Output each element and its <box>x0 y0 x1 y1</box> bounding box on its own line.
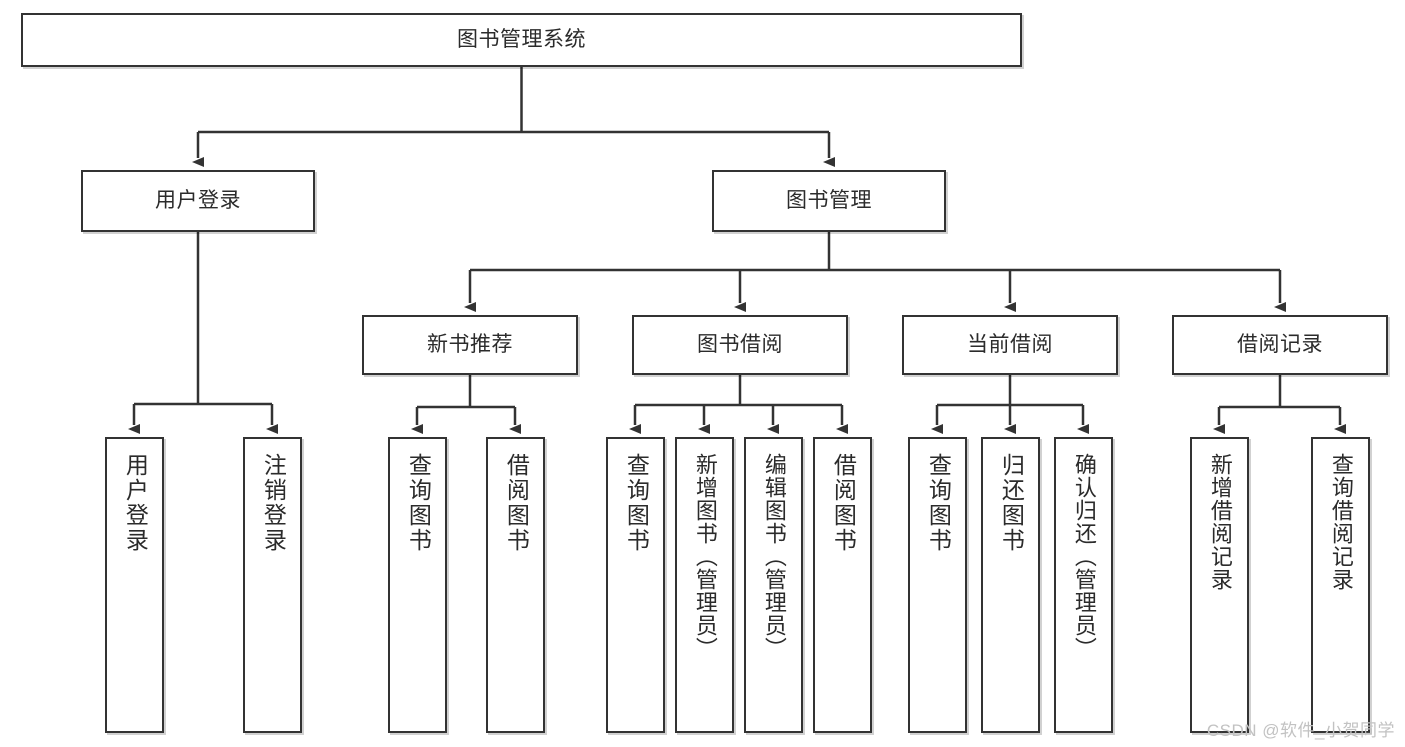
node-label: 新增借阅记录 <box>1207 453 1233 591</box>
node-label: 用户登录 <box>155 189 241 213</box>
edge-book-management-to-level3 <box>464 232 1286 312</box>
node-label: 归还图书 <box>998 453 1025 553</box>
edge-user-login-to-leaves <box>128 232 278 434</box>
node-leaf-query-borrow-record[interactable]: 查询借阅记录 <box>1311 437 1370 733</box>
node-label: 图书借阅 <box>697 333 783 357</box>
node-label: 新书推荐 <box>427 333 513 357</box>
node-label: 查询图书 <box>405 453 432 553</box>
node-label: 借阅记录 <box>1237 333 1323 357</box>
node-label: 查询图书 <box>623 453 650 553</box>
node-leaf-borrow-book-recommend[interactable]: 借阅图书 <box>486 437 545 733</box>
node-label: 图书管理 <box>786 189 872 213</box>
node-label: 新增图书（管理员） <box>692 453 718 660</box>
node-label: 当前借阅 <box>967 333 1053 357</box>
node-label: 用户登录 <box>122 453 149 553</box>
watermark-text: CSDN @软件_小贺同学 <box>1206 721 1395 740</box>
node-leaf-logout[interactable]: 注销登录 <box>243 437 302 733</box>
node-label: 图书管理系统 <box>457 28 586 52</box>
node-current-borrow[interactable]: 当前借阅 <box>902 315 1118 375</box>
node-leaf-query-book-recommend[interactable]: 查询图书 <box>388 437 447 733</box>
node-leaf-query-book-current[interactable]: 查询图书 <box>908 437 967 733</box>
edge-new-book-recommend-to-leaves <box>411 375 521 434</box>
node-leaf-add-borrow-record[interactable]: 新增借阅记录 <box>1190 437 1249 733</box>
node-leaf-return-book[interactable]: 归还图书 <box>981 437 1040 733</box>
node-leaf-confirm-return-admin[interactable]: 确认归还（管理员） <box>1054 437 1113 733</box>
node-borrow-record[interactable]: 借阅记录 <box>1172 315 1388 375</box>
node-label: 借阅图书 <box>503 453 530 553</box>
node-book-borrow[interactable]: 图书借阅 <box>632 315 848 375</box>
node-label: 确认归还（管理员） <box>1071 453 1097 660</box>
node-new-book-recommend[interactable]: 新书推荐 <box>362 315 578 375</box>
node-leaf-edit-book-admin[interactable]: 编辑图书（管理员） <box>744 437 803 733</box>
node-leaf-add-book-admin[interactable]: 新增图书（管理员） <box>675 437 734 733</box>
node-label: 注销登录 <box>260 453 287 553</box>
node-root-book-management-system[interactable]: 图书管理系统 <box>21 13 1022 67</box>
node-leaf-borrow-book[interactable]: 借阅图书 <box>813 437 872 733</box>
node-label: 查询图书 <box>925 453 952 553</box>
node-user-login[interactable]: 用户登录 <box>81 170 315 232</box>
edge-root-to-level2 <box>192 67 835 167</box>
edge-borrow-record-to-leaves <box>1213 375 1346 434</box>
node-label: 查询借阅记录 <box>1328 453 1354 591</box>
node-book-management[interactable]: 图书管理 <box>712 170 946 232</box>
node-label: 编辑图书（管理员） <box>761 453 787 660</box>
node-leaf-user-login[interactable]: 用户登录 <box>105 437 164 733</box>
node-label: 借阅图书 <box>830 453 857 553</box>
edge-current-borrow-to-leaves <box>931 375 1089 434</box>
edge-book-borrow-to-leaves <box>629 375 848 434</box>
node-leaf-query-book-borrow[interactable]: 查询图书 <box>606 437 665 733</box>
